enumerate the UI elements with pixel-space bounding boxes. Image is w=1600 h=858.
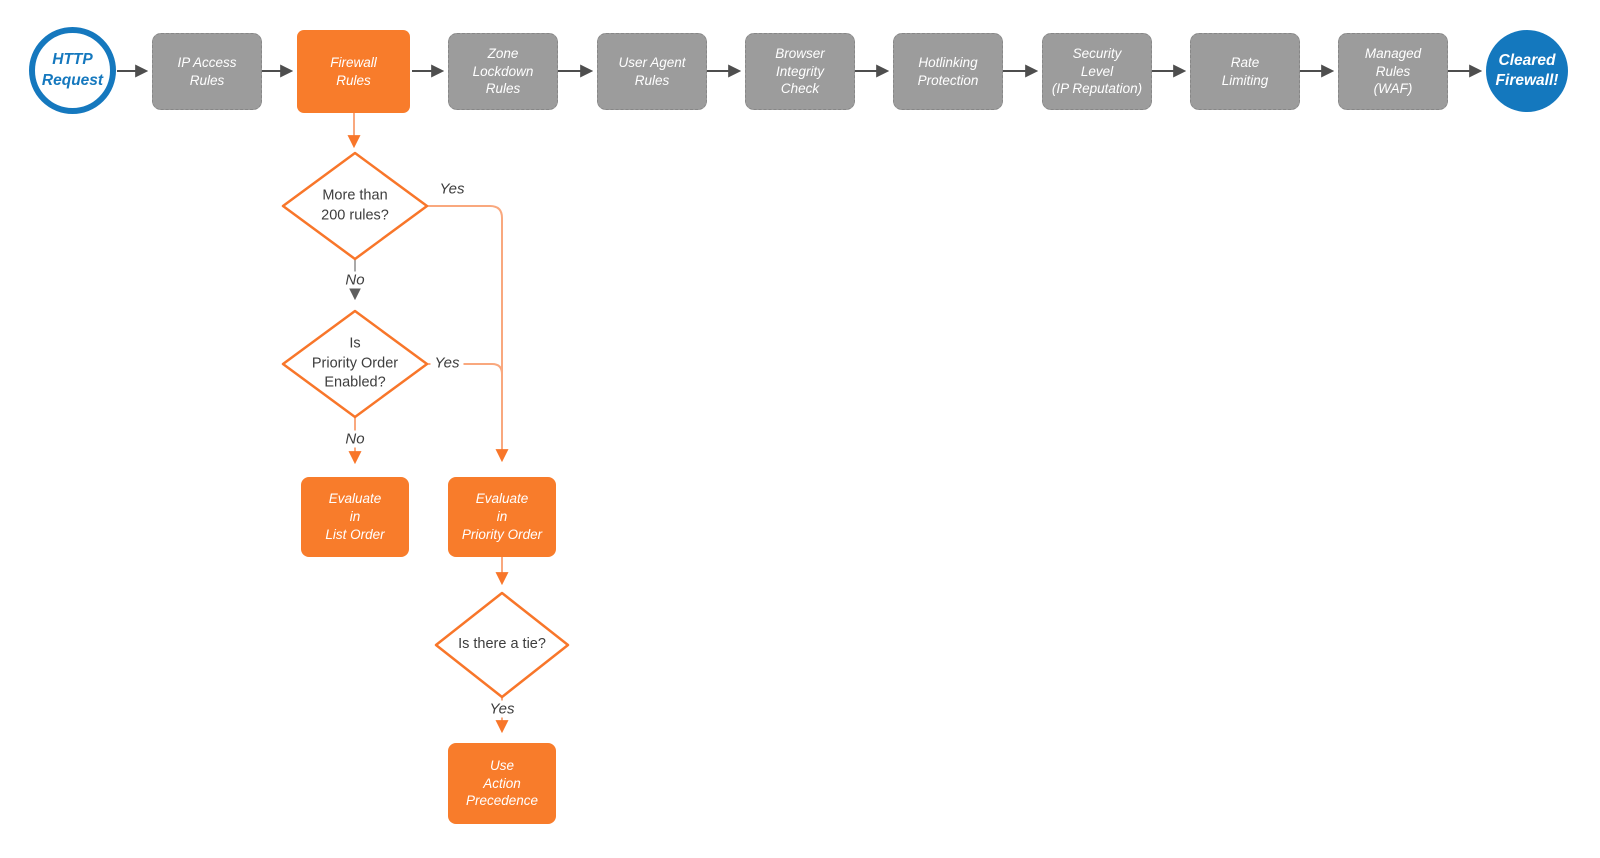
decision-rule-count-shape (281, 151, 429, 261)
decision-tie-label: Is there a tie? (458, 636, 546, 653)
node-security-level: Security Level (IP Reputation) (1042, 33, 1152, 110)
node-zone-lockdown-rules: Zone Lockdown Rules (448, 33, 558, 110)
hotlinking-protection-label: Hotlinking Protection (917, 54, 979, 88)
edge-label-yes-tie: Yes (485, 700, 519, 718)
decision-priority-enabled-shape (281, 309, 429, 419)
decision-diamonds (281, 151, 570, 699)
evaluate-list-order-label: Evaluate in List Order (325, 491, 385, 542)
cleared-firewall-label: Cleared Firewall! (1495, 51, 1559, 89)
evaluate-priority-order-label: Evaluate in Priority Order (461, 491, 543, 542)
node-use-action-precedence: Use Action Precedence (448, 743, 556, 824)
http-request-label: HTTP Request (41, 51, 104, 89)
node-evaluate-priority-order: Evaluate in Priority Order (448, 477, 556, 557)
node-cleared-firewall: Cleared Firewall! (1486, 30, 1568, 112)
edge-label-yes-priority-enabled: Yes (430, 354, 464, 372)
wire-decision2-yes-merge (427, 363, 503, 375)
node-ip-access-rules: IP Access Rules (152, 33, 262, 110)
arrow-decision1-yes (427, 205, 509, 463)
decision-tie-shape (434, 591, 570, 699)
rate-limiting-label: Rate Limiting (1221, 54, 1269, 88)
ip-access-rules-label: IP Access Rules (177, 54, 237, 88)
node-managed-rules-waf: Managed Rules (WAF) (1338, 33, 1448, 110)
zone-lockdown-rules-label: Zone Lockdown Rules (472, 45, 534, 97)
decision-priority-enabled-label: Is Priority Order Enabled? (311, 335, 399, 391)
node-user-agent-rules: User Agent Rules (597, 33, 707, 110)
browser-integrity-check-label: Browser Integrity Check (775, 45, 825, 97)
node-browser-integrity-check: Browser Integrity Check (745, 33, 855, 110)
decision-rule-count-label: More than 200 rules? (321, 187, 389, 223)
node-evaluate-list-order: Evaluate in List Order (301, 477, 409, 557)
node-hotlinking-protection: Hotlinking Protection (893, 33, 1003, 110)
use-action-precedence-label: Use Action Precedence (465, 757, 539, 809)
managed-rules-waf-label: Managed Rules (WAF) (1364, 45, 1422, 97)
node-firewall-rules: Firewall Rules (297, 30, 410, 113)
node-rate-limiting: Rate Limiting (1190, 33, 1300, 110)
firewall-rules-label: Firewall Rules (330, 54, 377, 88)
user-agent-rules-label: User Agent Rules (618, 54, 686, 88)
edge-label-no-priority-enabled: No (341, 430, 369, 448)
node-http-request: HTTP Request (29, 27, 116, 114)
security-level-label: Security Level (IP Reputation) (1051, 45, 1143, 97)
edge-label-yes-rule-count: Yes (439, 180, 465, 198)
edge-label-no-rule-count: No (341, 271, 369, 289)
